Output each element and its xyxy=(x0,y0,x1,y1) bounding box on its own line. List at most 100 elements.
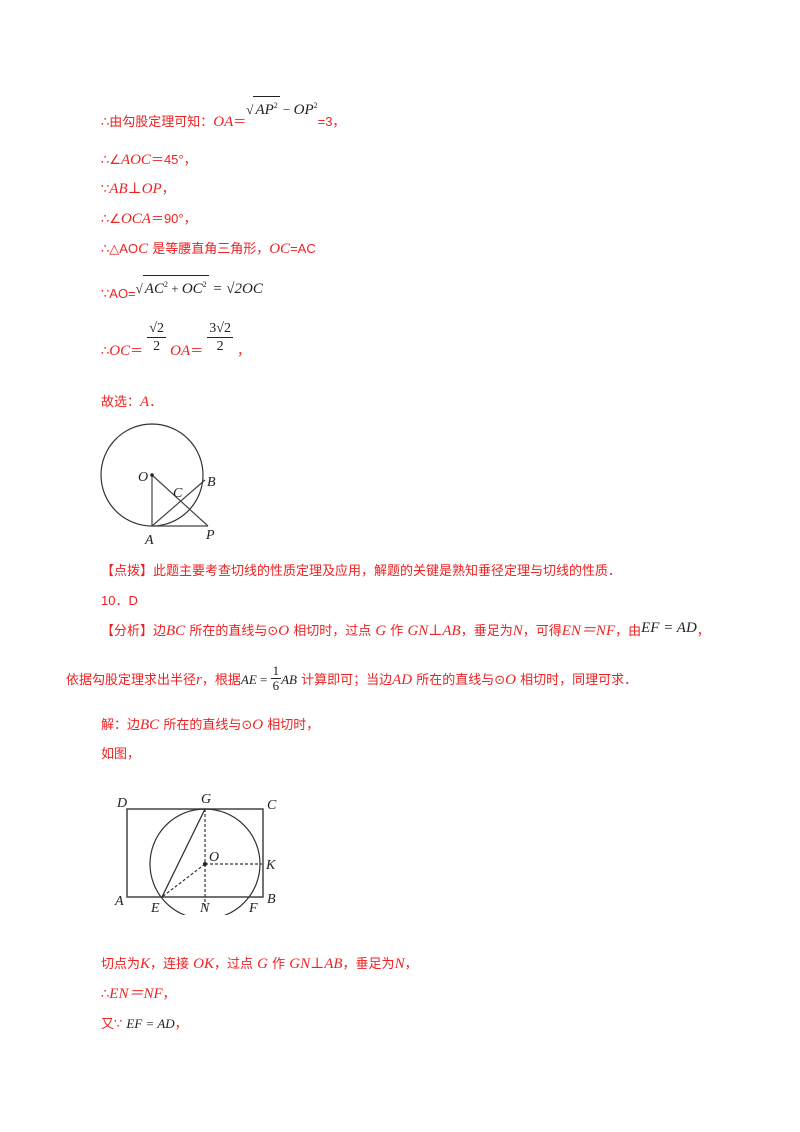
var: EN＝NF xyxy=(561,623,616,639)
var: EN＝NF xyxy=(109,986,163,1002)
text: ∵AO= xyxy=(101,286,136,301)
ef-ad-line: 又∵ EF = AD， xyxy=(101,1015,188,1034)
label-B: B xyxy=(207,475,216,490)
solution-line-angle-oca: ∴∠OCA＝90°， xyxy=(101,210,197,229)
denominator: 2 xyxy=(216,339,224,354)
var: K xyxy=(140,956,151,972)
label-C: C xyxy=(267,798,277,813)
formula: EF = AD xyxy=(641,620,697,636)
text: ∴∠ xyxy=(101,153,121,168)
text: ，可得 xyxy=(522,624,562,639)
var: AD xyxy=(392,672,413,688)
var: OC xyxy=(269,241,291,257)
text: ＝ xyxy=(190,344,204,359)
var: A xyxy=(140,394,150,410)
rhs: = √2OC xyxy=(208,281,263,297)
text: ∴△AO xyxy=(101,241,139,256)
text: ， xyxy=(161,182,175,197)
text: 计算即可；当边 xyxy=(297,673,393,688)
numerator: 3√2 xyxy=(207,321,233,338)
denominator: 6 xyxy=(272,678,280,693)
label-P: P xyxy=(205,528,215,543)
solution-line-pythagoras: ∴由勾股定理可知：OA＝√AP2 − OP2=3， xyxy=(101,96,345,132)
text: ，根据 xyxy=(201,673,241,688)
text: ，连接 xyxy=(150,957,194,972)
var: O xyxy=(252,717,264,733)
en-nf-line: ∴EN＝NF， xyxy=(101,985,176,1004)
text: ，垂足为 xyxy=(342,957,395,972)
op: + xyxy=(167,281,182,296)
formula: AE xyxy=(240,672,257,687)
var: O xyxy=(505,672,517,688)
solution-line-angle-aoc: ∴∠AOC＝45°， xyxy=(101,151,197,170)
answer-line: 故选：A． xyxy=(101,393,162,412)
exp: 2 xyxy=(202,280,207,289)
var: OA xyxy=(213,114,234,130)
label-C: C xyxy=(173,486,183,501)
label-O: O xyxy=(138,470,148,485)
var: AB⊥OP xyxy=(109,181,162,197)
text: 是等腰直角三角形， xyxy=(148,242,270,257)
question-answer-10: 10．D xyxy=(101,593,138,608)
text: ＝45°， xyxy=(150,152,197,167)
text: ， xyxy=(237,344,251,359)
text: ∴由勾股定理可知： xyxy=(101,115,214,130)
var: OC xyxy=(109,343,131,359)
var: OA xyxy=(170,343,191,359)
text: ＝ xyxy=(233,115,247,130)
text: 依据勾股定理求出半径 xyxy=(66,673,197,688)
op: = xyxy=(256,672,271,687)
text: ． xyxy=(149,395,163,410)
text: 【分析】边 xyxy=(101,624,167,639)
text: 作 xyxy=(268,957,290,972)
numerator: √2 xyxy=(147,321,166,338)
text: 所在的直线与⊙ xyxy=(412,673,506,688)
label-G: G xyxy=(201,792,211,807)
label-A: A xyxy=(144,533,154,548)
text: 切点为 xyxy=(101,957,141,972)
text: ， xyxy=(404,957,418,972)
exp: 2 xyxy=(313,101,318,110)
text: 所在的直线与⊙ xyxy=(159,718,253,733)
solution-line-ao-formula: ∵AO=√AC2 + OC2 = √2OC xyxy=(101,275,263,304)
solution-line-perpendicular: ∵AB⊥OP， xyxy=(101,180,175,199)
var: OP xyxy=(293,102,314,118)
text: ，由 xyxy=(615,624,642,639)
op: − xyxy=(279,102,294,117)
var: AC xyxy=(144,281,164,297)
exp: 2 xyxy=(163,280,168,289)
text: 相切时，过点 xyxy=(289,624,376,639)
text: =AC xyxy=(290,241,316,256)
var: GN⊥AB xyxy=(289,956,343,972)
var: N xyxy=(512,623,523,639)
sqrt-formula: √AP2 − OP2 xyxy=(246,96,318,119)
text: ∴ xyxy=(101,987,110,1002)
text: ∴∠ xyxy=(101,212,121,227)
label-D: D xyxy=(116,796,127,811)
text: 又∵ xyxy=(101,1017,127,1032)
text: 相切时，同理可求． xyxy=(516,673,638,688)
var: BC xyxy=(140,717,160,733)
text: 相切时， xyxy=(263,718,320,733)
text: 故选： xyxy=(101,395,141,410)
exp: 2 xyxy=(273,101,278,110)
var: C xyxy=(138,241,149,257)
var: G xyxy=(375,623,387,639)
sqrt-formula: √AC2 + OC2 = √2OC xyxy=(136,275,263,298)
var: r xyxy=(196,672,202,688)
var: BC xyxy=(166,623,186,639)
label-N: N xyxy=(199,901,210,915)
var: OK xyxy=(193,956,215,972)
var: AOC xyxy=(120,152,151,168)
text: ∵ xyxy=(101,182,110,197)
var: OCA xyxy=(120,211,151,227)
text: ，垂足为 xyxy=(460,624,513,639)
label-A: A xyxy=(114,894,124,909)
formula: EF = AD xyxy=(126,1016,175,1031)
var: GN⊥AB xyxy=(407,623,461,639)
label-F: F xyxy=(248,901,258,915)
